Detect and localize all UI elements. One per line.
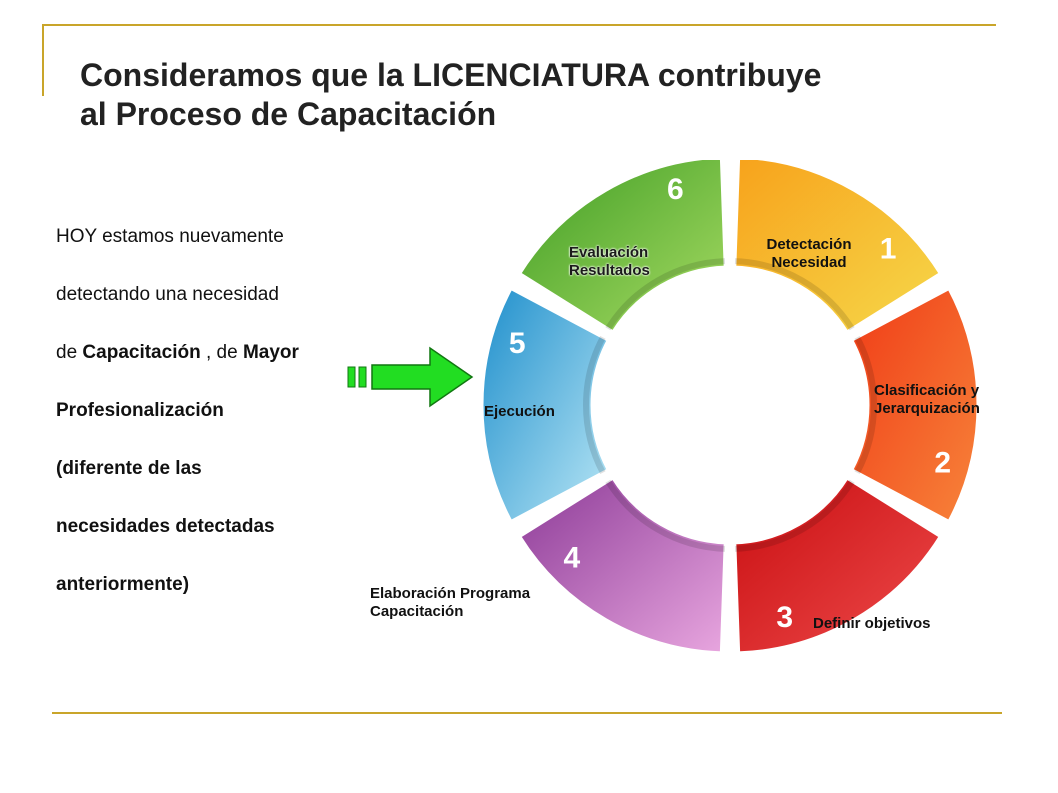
arrow-bar-2 — [358, 366, 367, 388]
body-line-3: de Capacitación , de Mayor — [56, 324, 386, 382]
step-6-segment — [517, 160, 727, 334]
step-3-number: 3 — [776, 601, 793, 634]
step-5-segment-shade — [583, 335, 606, 475]
step-2-label: Clasificación y Jerarquización — [874, 382, 980, 418]
body-line-3-mid: , de — [200, 342, 243, 363]
title-line-1: Consideramos que la LICENCIATURA contrib… — [80, 57, 822, 93]
body-line-2: detectando una necesidad — [56, 284, 279, 305]
step-5-label-line-1: Ejecución — [484, 403, 555, 420]
body-line-3-bold-mayor: Mayor — [242, 342, 299, 363]
step-1-segment — [733, 160, 943, 334]
step-6-label-line-2: Resultados — [569, 262, 650, 279]
step-3-label-line-1: Definir objetivos — [813, 615, 931, 632]
arrow-body — [371, 346, 474, 408]
body-line-6: necesidades detectadas — [56, 516, 275, 537]
step-1-number: 1 — [880, 233, 897, 266]
title-line-2: al Proceso de Capacitación — [80, 96, 497, 132]
step-2-segment-shade — [854, 335, 877, 475]
step-5-label: Ejecución — [484, 403, 555, 421]
cycle-numbers: 1 2 3 4 5 6 — [509, 173, 951, 634]
cycle-segments — [480, 160, 980, 655]
step-2-number: 2 — [934, 447, 951, 480]
step-4-number: 4 — [564, 541, 581, 574]
step-2-segment — [849, 286, 980, 524]
body-line-7: anteriormente) — [56, 574, 190, 595]
step-4-segment-shade — [605, 479, 726, 552]
step-1-label-line-2: Necesidad — [771, 254, 847, 271]
body-line-3-bold-capacitacion: Capacitación — [82, 342, 201, 363]
body-line-4: Profesionalización — [56, 400, 224, 421]
top-rule — [42, 24, 996, 26]
step-6-label-line-1: Evaluación — [569, 244, 649, 261]
step-3-segment — [733, 476, 943, 655]
bottom-rule — [52, 712, 1002, 714]
body-line-1: HOY estamos nuevamente — [56, 226, 284, 247]
step-1-label-line-1: Detectación — [766, 236, 852, 253]
cycle-diagram: 1 2 3 4 5 6 — [347, 160, 980, 655]
step-4-segment — [517, 476, 727, 655]
step-2-label-line-2: Jerarquización — [874, 400, 980, 417]
step-4-label-line-2: Capacitación — [370, 603, 464, 620]
step-4-label: Elaboración Programa Capacitación — [370, 585, 530, 621]
step-4-label-line-1: Elaboración Programa — [370, 585, 531, 602]
input-arrow — [347, 346, 474, 408]
arrow-bar-1 — [347, 366, 356, 388]
step-6-label: Evaluación Resultados — [569, 244, 650, 280]
step-1-segment-shade — [734, 258, 855, 331]
step-1-label: Detectación Necesidad — [754, 236, 864, 272]
step-3-label: Definir objetivos — [813, 615, 931, 633]
step-6-number: 6 — [667, 173, 684, 206]
step-5-segment — [480, 286, 611, 524]
step-6-segment-shade — [605, 258, 726, 331]
step-5-number: 5 — [509, 327, 526, 360]
step-3-segment-shade — [734, 479, 855, 552]
left-rule — [42, 24, 44, 96]
body-text: HOY estamos nuevamente detectando una ne… — [56, 208, 386, 614]
step-2-label-line-1: Clasificación y — [874, 382, 980, 399]
body-line-3-prefix: de — [56, 342, 83, 363]
body-line-5: (diferente de las — [56, 458, 202, 479]
slide-title: Consideramos que la LICENCIATURA contrib… — [80, 56, 1020, 134]
